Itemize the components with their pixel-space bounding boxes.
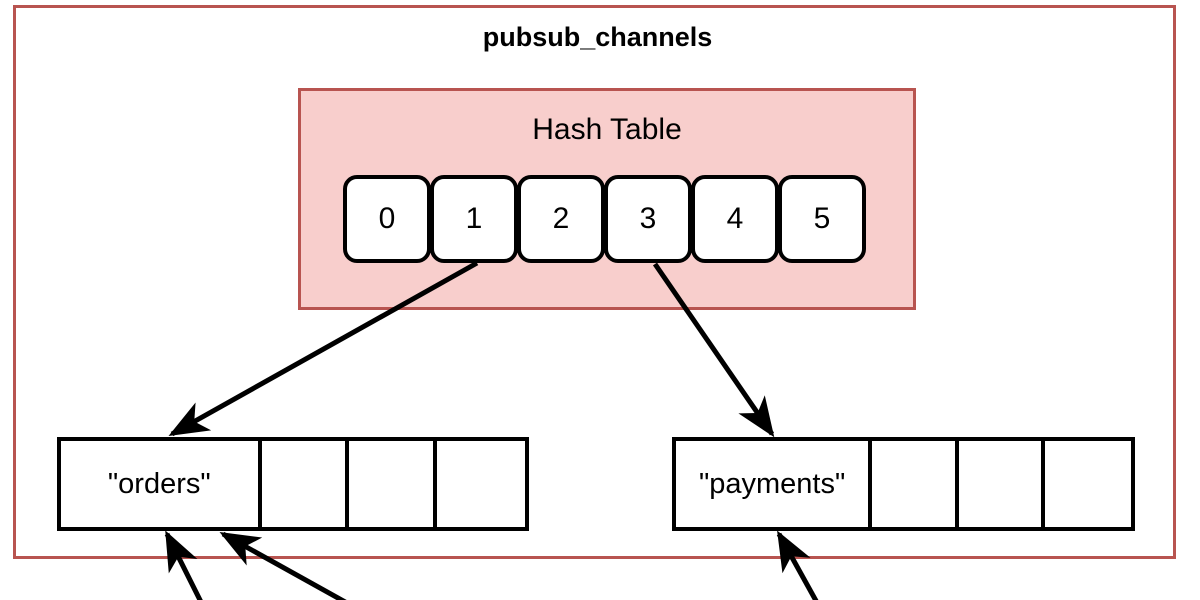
hash-bucket-1[interactable]: 1 <box>430 175 518 263</box>
hash-table-label: Hash Table <box>532 113 682 146</box>
payments-chain-cell-0[interactable]: "payments" <box>676 441 873 527</box>
orders-chain-box: "orders" <box>57 437 529 531</box>
payments-chain-cell-2[interactable] <box>958 441 1045 527</box>
hash-bucket-4[interactable]: 4 <box>691 175 779 263</box>
page-title: pubsub_channels <box>482 22 713 52</box>
hash-bucket-0[interactable]: 0 <box>343 175 431 263</box>
hash-bucket-row: 0 1 2 3 4 5 <box>343 175 866 263</box>
hash-bucket-2[interactable]: 2 <box>517 175 605 263</box>
payments-chain-cell-1[interactable] <box>872 441 959 527</box>
orders-chain-cell-3[interactable] <box>437 441 525 527</box>
payments-chain-cell-3[interactable] <box>1044 441 1131 527</box>
orders-chain-cell-0[interactable]: "orders" <box>61 441 262 527</box>
orders-chain-cell-1[interactable] <box>261 441 350 527</box>
payments-chain-box: "payments" <box>672 437 1135 531</box>
hash-bucket-3[interactable]: 3 <box>604 175 692 263</box>
orders-chain-cell-2[interactable] <box>349 441 438 527</box>
hash-bucket-5[interactable]: 5 <box>778 175 866 263</box>
pubsub-channels-container <box>13 5 1176 559</box>
